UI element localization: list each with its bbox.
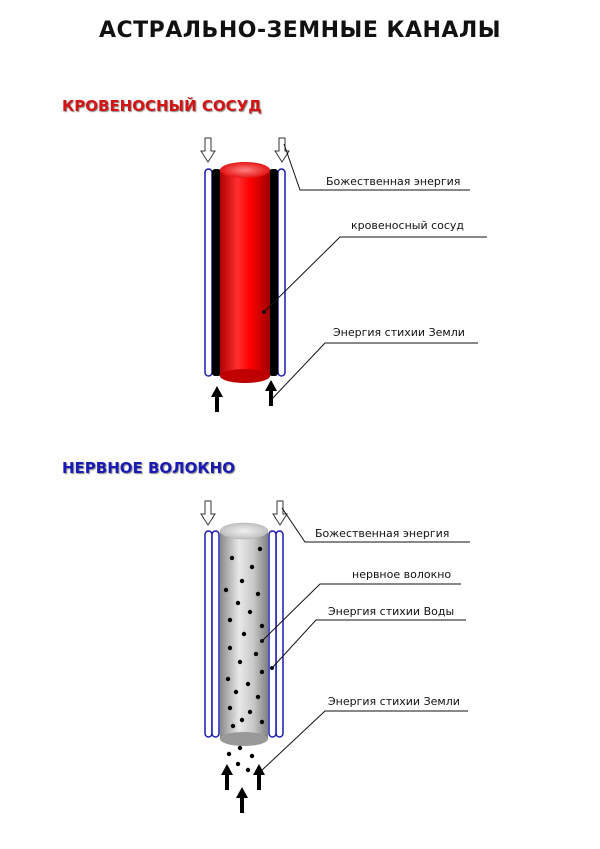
section-title-nerve-fiber: НЕРВНОЕ ВОЛОКНО (62, 459, 235, 477)
nerve-fiber-top (219, 522, 269, 540)
outer-channel-right (277, 168, 286, 377)
nerve-fiber-falling-particles (226, 745, 255, 773)
inner-channel-right (269, 169, 278, 376)
outer-channel-right-2 (275, 530, 284, 738)
divine-arrow-right (274, 137, 290, 163)
nerve-fiber-diagram (200, 500, 470, 813)
divine-arrow-left-2 (200, 500, 216, 526)
inner-channel-right-2 (268, 530, 277, 738)
blood-vessel-diagram (200, 137, 487, 412)
label-earth-energy-2: Энергия стихии Земли (328, 695, 460, 708)
leader-earth-2 (259, 710, 468, 773)
leader-earth-1 (270, 342, 478, 401)
section-title-blood-vessel: КРОВЕНОСНЫЙ СОСУД (62, 97, 262, 115)
earth-arrow-left-2 (221, 764, 233, 790)
earth-arrow-right-2 (253, 764, 265, 790)
page-title: АСТРАЛЬНО-ЗЕМНЫЕ КАНАЛЫ (98, 18, 502, 43)
label-nerve-fiber: нервное волокно (352, 568, 452, 581)
blood-vessel-body (220, 170, 270, 376)
earth-arrow-center-2 (236, 787, 248, 813)
earth-arrow-left (211, 386, 223, 412)
leader-divine-1 (283, 143, 470, 191)
label-blood-vessel: кровеносный сосуд (351, 219, 465, 232)
leader-vessel (263, 236, 487, 313)
label-earth-energy-1: Энергия стихии Земли (333, 326, 465, 339)
outer-channel-left-2 (204, 530, 213, 738)
outer-channel-left (204, 168, 213, 377)
inner-channel-left-2 (211, 530, 220, 738)
leader-divine-2 (281, 507, 470, 543)
divine-arrow-left (200, 137, 216, 163)
leader-water (271, 619, 466, 669)
leader-fiber (261, 583, 461, 642)
label-divine-energy-2: Божественная энергия (315, 527, 450, 540)
blood-vessel-top (220, 162, 270, 178)
label-divine-energy-1: Божественная энергия (326, 175, 461, 188)
blood-vessel-bottom (220, 369, 270, 383)
nerve-fiber-bottom (220, 732, 268, 746)
divine-arrow-right-2 (272, 500, 288, 526)
label-water-energy: Энергия стихии Воды (328, 605, 455, 618)
inner-channel-left (212, 169, 221, 376)
earth-arrow-right (265, 380, 277, 406)
nerve-fiber-particles (223, 546, 265, 729)
